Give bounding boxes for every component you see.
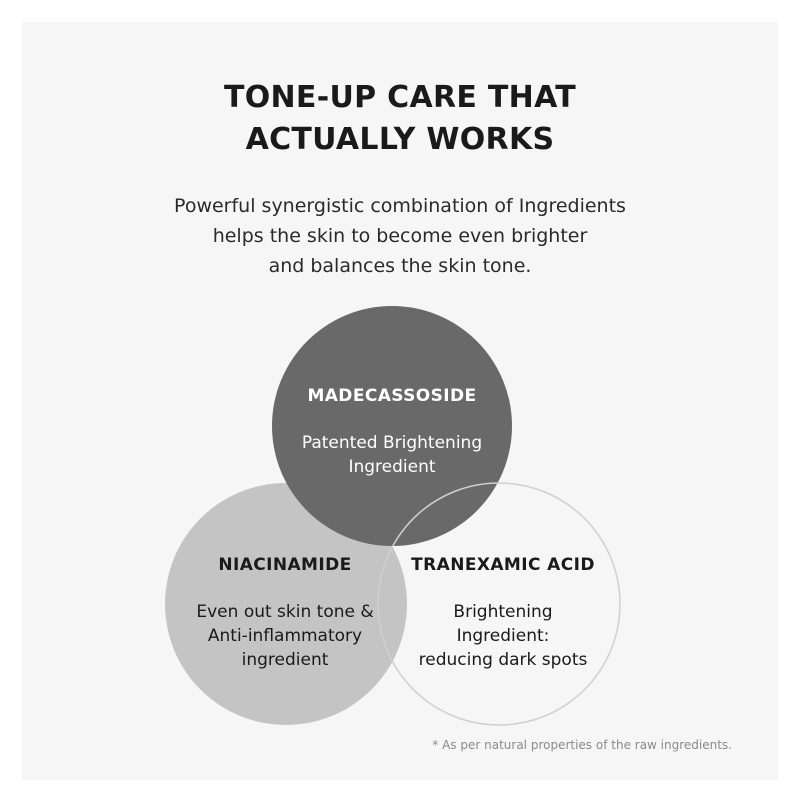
niacinamide-desc-line-1: Even out skin tone & [196, 602, 373, 622]
tranexamic-acid-desc-line-2: Ingredient: [457, 626, 550, 646]
madecassoside-heading: MADECASSOSIDE [307, 386, 476, 406]
footnote: * As per natural properties of the raw i… [432, 738, 732, 752]
tranexamic-acid-desc-line-1: Brightening [453, 602, 552, 622]
tranexamic-acid-circle [377, 482, 621, 726]
title-line-1: TONE-UP CARE THAT [223, 80, 577, 115]
tranexamic-acid-heading: TRANEXAMIC ACID [411, 555, 595, 575]
madecassoside-desc-line-2: Ingredient [348, 457, 435, 477]
subtitle-line-1: Powerful synergistic combination of Ingr… [174, 195, 626, 217]
niacinamide-circle [165, 483, 407, 725]
tranexamic-acid-desc-line-3: reducing dark spots [419, 650, 588, 670]
subtitle-line-2: helps the skin to become even brighter [212, 225, 588, 247]
madecassoside-circle [272, 306, 512, 546]
title-line-2: ACTUALLY WORKS [245, 122, 555, 157]
madecassoside-desc-line-1: Patented Brightening [302, 433, 482, 453]
subtitle-line-3: and balances the skin tone. [268, 255, 532, 277]
niacinamide-desc-line-3: ingredient [242, 650, 329, 670]
niacinamide-desc-line-2: Anti-inflammatory [208, 626, 362, 646]
niacinamide-heading: NIACINAMIDE [218, 555, 351, 575]
